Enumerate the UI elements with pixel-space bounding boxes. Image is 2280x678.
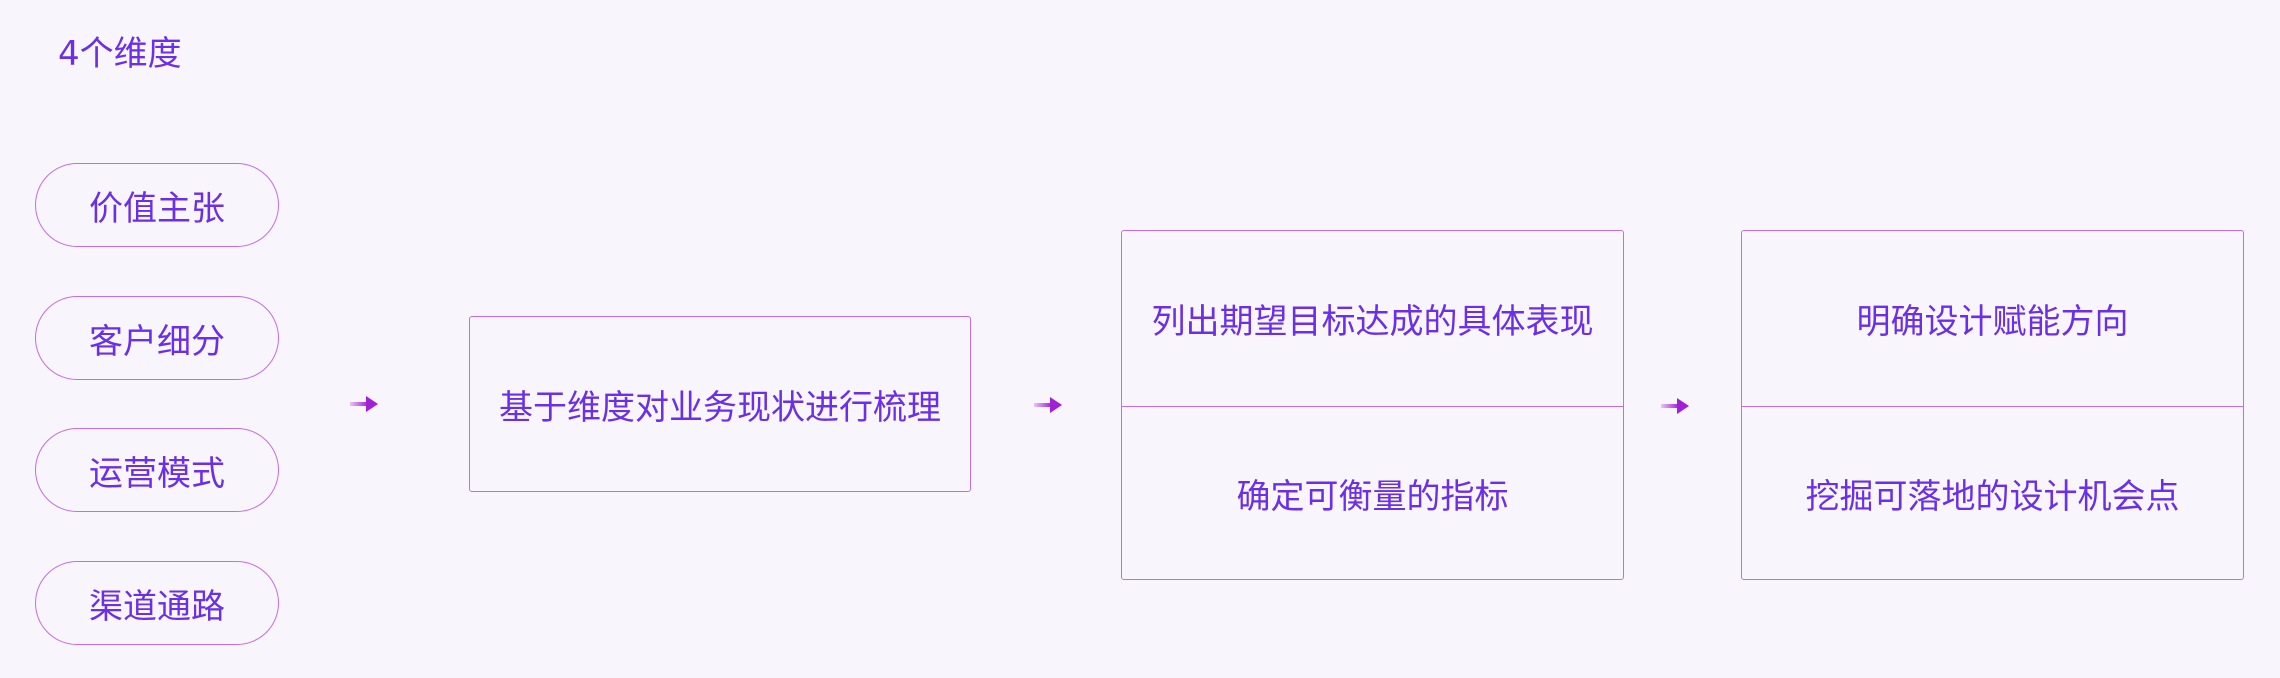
step-text-goal-performance: 列出期望目标达成的具体表现 (1151, 302, 1594, 342)
dimension-pill-channels: 渠道通路 (35, 561, 279, 645)
step-box-goals: 列出期望目标达成的具体表现 确定可衡量的指标 (1121, 230, 1624, 580)
dimension-pill-customer-segments: 客户细分 (35, 296, 279, 380)
page-title: 4个维度 (58, 34, 182, 74)
step-divider (1122, 406, 1623, 407)
step-divider (1742, 406, 2243, 407)
right-arrow-icon (350, 396, 378, 412)
step-text-current-state: 基于维度对业务现状进行梳理 (499, 387, 941, 428)
step-box-design: 明确设计赋能方向 挖掘可落地的设计机会点 (1741, 230, 2244, 580)
dimension-pill-value-proposition: 价值主张 (35, 163, 279, 247)
step-text-design-direction: 明确设计赋能方向 (1856, 302, 2129, 342)
dimension-pill-operating-model: 运营模式 (35, 428, 279, 512)
right-arrow-icon (1661, 398, 1689, 414)
step-box-current-state: 基于维度对业务现状进行梳理 (469, 316, 971, 492)
step-text-design-opportunities: 挖掘可落地的设计机会点 (1805, 477, 2180, 517)
right-arrow-icon (1034, 397, 1062, 413)
step-text-measurable-metrics: 确定可衡量的指标 (1236, 477, 1509, 517)
